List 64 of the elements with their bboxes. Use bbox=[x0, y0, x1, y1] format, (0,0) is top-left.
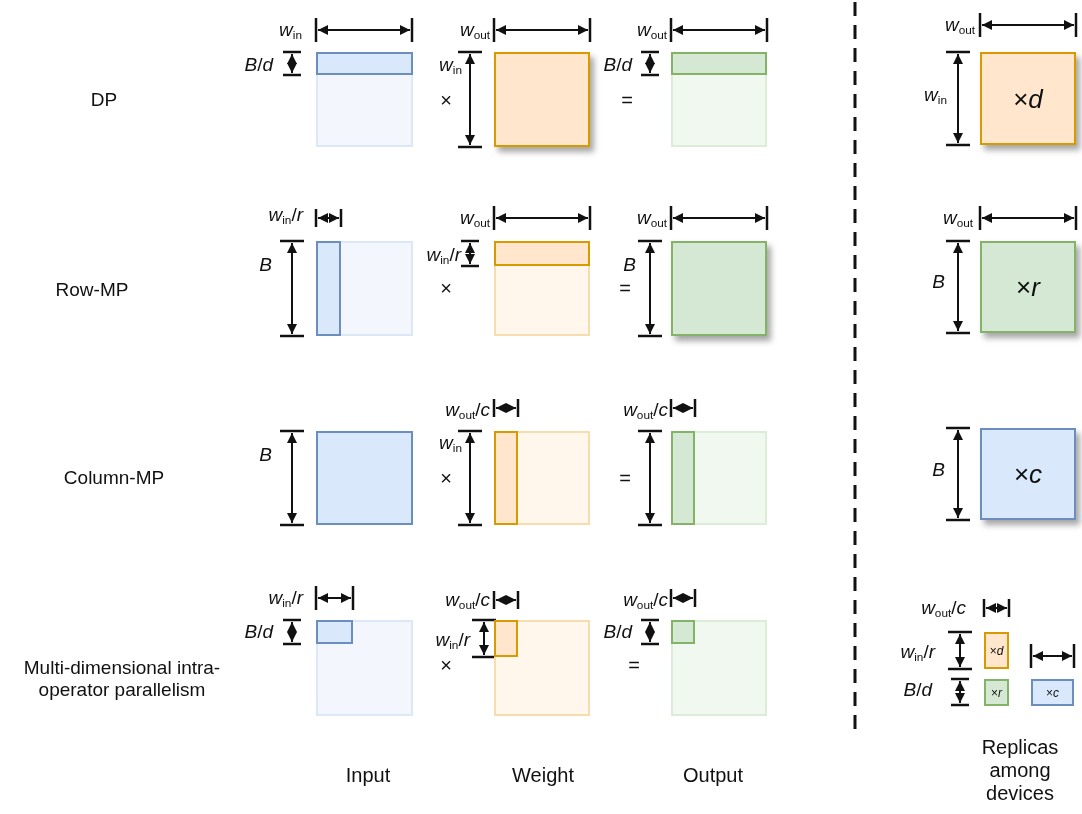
operator-symbol: × bbox=[440, 653, 452, 677]
math-label: B bbox=[259, 254, 272, 276]
column-label: Replicas among devices bbox=[980, 735, 1060, 805]
operator-symbol: = bbox=[619, 466, 631, 490]
row-label: DP bbox=[90, 89, 118, 111]
column-label: Weight bbox=[512, 763, 574, 787]
operator-symbol: × bbox=[440, 88, 452, 112]
math-label: B/d bbox=[603, 621, 632, 643]
replica-box: ×c bbox=[1031, 679, 1074, 706]
math-label: w$_{in}$/r bbox=[426, 243, 461, 267]
row-label: Row-MP bbox=[55, 279, 129, 301]
matrix-box bbox=[671, 431, 767, 525]
math-label: B/d bbox=[244, 621, 273, 643]
math-label: w$_{out}$/c bbox=[921, 596, 966, 620]
operator-symbol: × bbox=[440, 466, 452, 490]
math-label: w$_{in}$ bbox=[439, 431, 462, 455]
column-label: Input bbox=[345, 763, 391, 787]
matrix-box bbox=[316, 431, 413, 525]
math-label: B bbox=[932, 459, 945, 481]
matrix-box bbox=[494, 241, 590, 336]
matrix-box bbox=[494, 52, 590, 147]
math-label: w$_{in}$/r bbox=[435, 628, 470, 652]
matrix-box bbox=[671, 52, 767, 147]
math-label: w$_{out}$/c bbox=[623, 588, 668, 612]
math-label: w$_{in}$/r bbox=[900, 640, 935, 664]
math-label: w$_{out}$/c bbox=[445, 588, 490, 612]
math-label: w$_{in}$/r bbox=[268, 586, 303, 610]
math-label: B/d bbox=[903, 679, 932, 701]
matrix-box bbox=[316, 241, 413, 336]
math-label: w$_{in}$ bbox=[924, 83, 947, 107]
column-label: Output bbox=[683, 763, 743, 787]
math-label: w$_{out}$ bbox=[459, 18, 490, 42]
matrix-box bbox=[494, 431, 590, 525]
matrix-box bbox=[494, 620, 590, 716]
math-label: B bbox=[259, 444, 272, 466]
operator-symbol: = bbox=[621, 88, 633, 112]
math-label: w$_{in}$/r bbox=[268, 203, 303, 227]
replica-box: ×r bbox=[984, 679, 1009, 706]
replica-box: ×c bbox=[980, 428, 1076, 520]
math-label: B bbox=[932, 271, 945, 293]
matrix-box bbox=[316, 52, 413, 147]
math-label: w$_{out}$ bbox=[942, 206, 973, 230]
operator-symbol: = bbox=[619, 276, 631, 300]
math-label: w$_{out}$ bbox=[459, 206, 490, 230]
math-label: w$_{out}$ bbox=[636, 18, 667, 42]
replica-box: ×r bbox=[980, 241, 1076, 333]
math-label: w$_{in}$ bbox=[279, 18, 302, 42]
math-label: w$_{out}$/c bbox=[445, 398, 490, 422]
row-label: Column-MP bbox=[63, 467, 165, 489]
math-label: B/d bbox=[244, 54, 273, 76]
operator-symbol: × bbox=[440, 276, 452, 300]
replica-box: ×d bbox=[980, 52, 1076, 145]
math-label: w$_{out}$ bbox=[636, 206, 667, 230]
operator-symbol: = bbox=[628, 653, 640, 677]
matrix-box bbox=[316, 620, 413, 716]
replica-box: ×d bbox=[984, 632, 1009, 669]
math-label: w$_{out}$ bbox=[944, 13, 975, 37]
math-label: B bbox=[623, 254, 636, 276]
matrix-box bbox=[671, 620, 767, 716]
math-label: B/d bbox=[603, 54, 632, 76]
row-label: Multi-dimensional intra-operator parallelism bbox=[22, 657, 222, 701]
math-label: w$_{out}$/c bbox=[623, 398, 668, 422]
matrix-box bbox=[671, 241, 767, 336]
math-label: w$_{in}$ bbox=[439, 53, 462, 77]
